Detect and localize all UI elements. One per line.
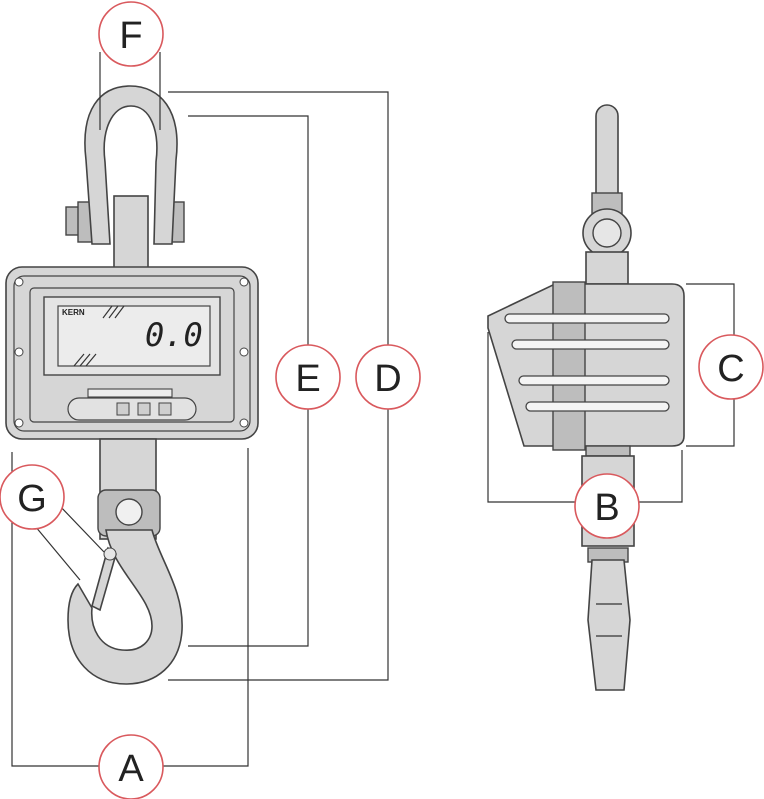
swivel-pin <box>115 498 143 526</box>
callout-D: D <box>355 344 421 410</box>
side-view <box>487 104 685 691</box>
svg-text:B: B <box>594 487 619 529</box>
callout-A: A <box>98 734 164 799</box>
front-view: KERN 0.0 <box>5 85 259 685</box>
display-window: KERN 0.0 <box>43 296 221 376</box>
callout-G: G <box>0 464 65 530</box>
side-hook <box>587 559 631 691</box>
callout-C: C <box>698 334 764 400</box>
side-strap <box>552 281 586 451</box>
callout-F: F <box>98 1 164 67</box>
side-housing <box>487 283 685 447</box>
keypad <box>67 388 197 421</box>
shackle <box>84 85 178 245</box>
weight-reading: 0.0 <box>145 316 203 354</box>
brand-logo: KERN <box>62 308 85 317</box>
key-2 <box>137 402 151 416</box>
svg-text:F: F <box>119 15 142 57</box>
svg-text:G: G <box>17 478 47 520</box>
key-3 <box>158 402 172 416</box>
callout-B: B <box>574 473 640 539</box>
svg-text:D: D <box>374 358 401 400</box>
svg-text:C: C <box>717 348 744 390</box>
key-1 <box>116 402 130 416</box>
top-stem <box>113 195 149 271</box>
svg-text:E: E <box>295 358 320 400</box>
svg-text:A: A <box>118 748 144 790</box>
hook <box>67 529 183 685</box>
callout-E: E <box>275 344 341 410</box>
